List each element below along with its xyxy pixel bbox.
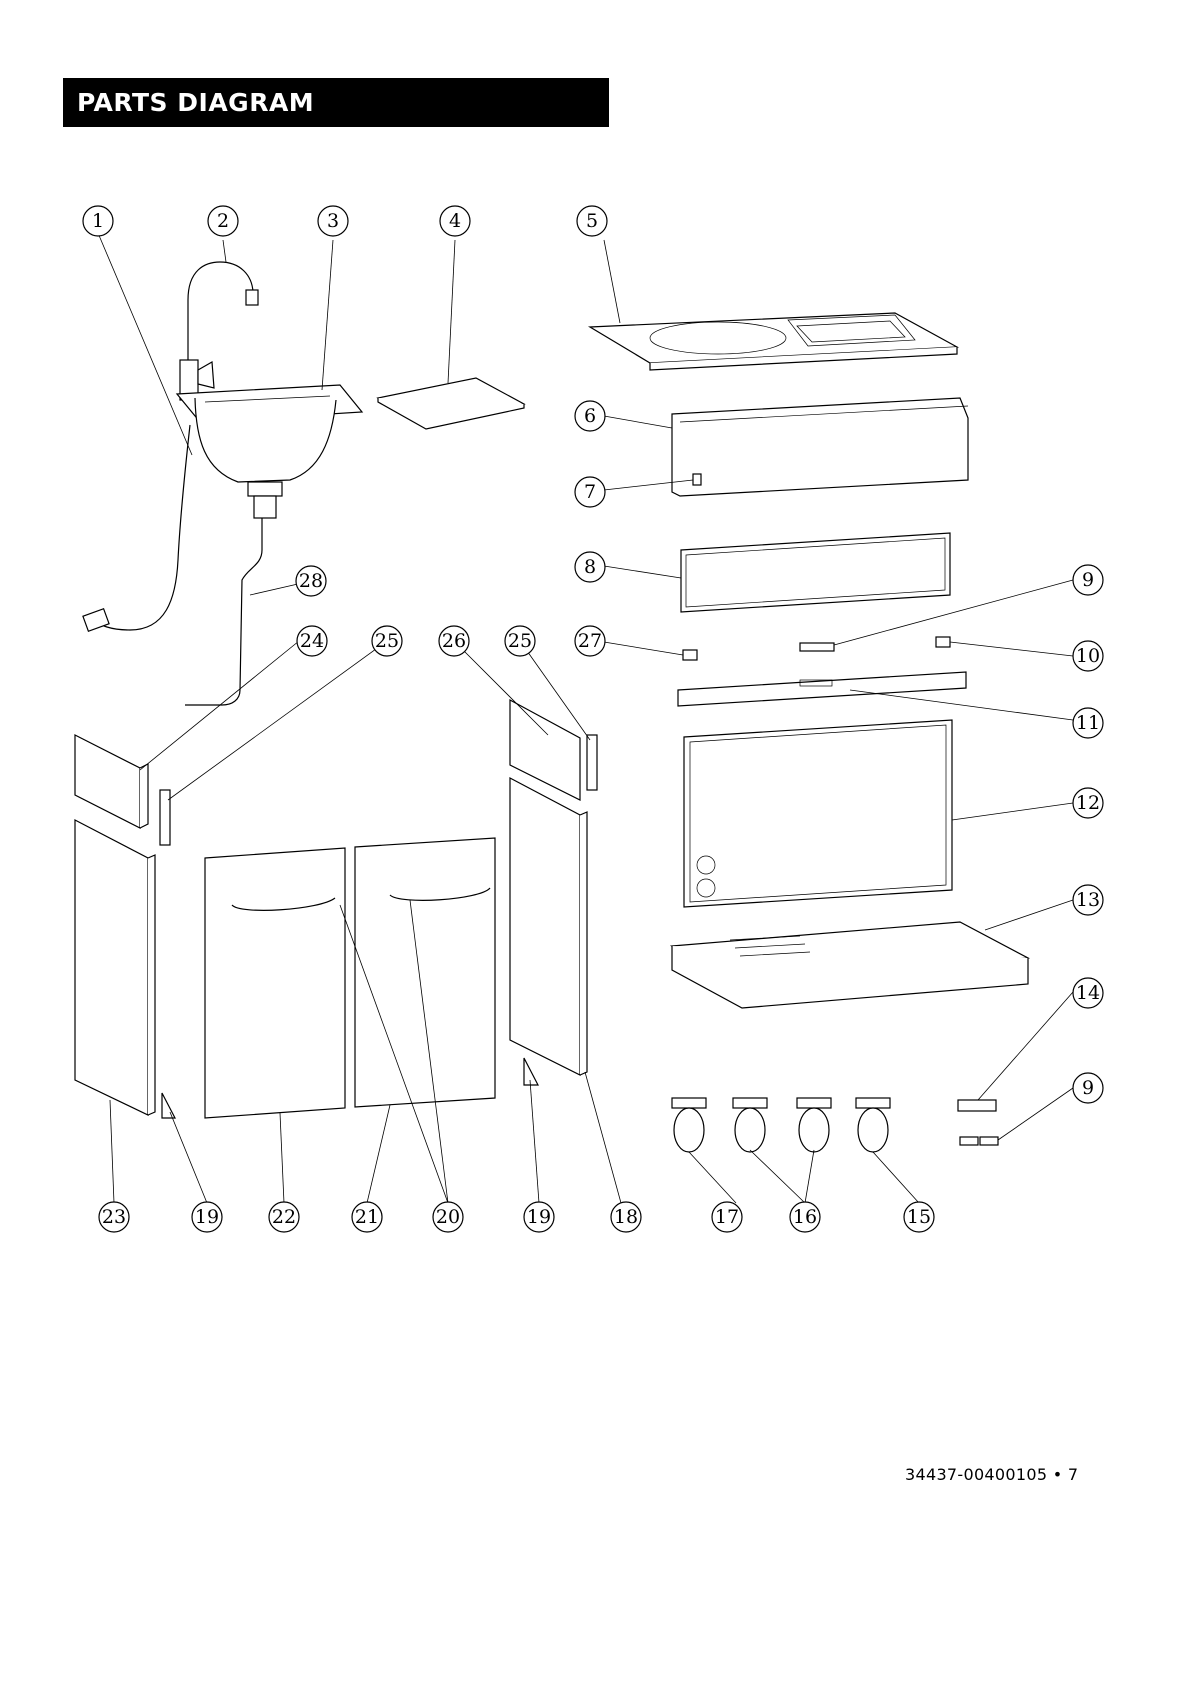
callout-24: 24	[297, 626, 327, 656]
svg-text:20: 20	[436, 1206, 460, 1228]
callout-26: 26	[439, 626, 469, 656]
part-casters	[672, 1098, 890, 1152]
callout-17: 17	[712, 1202, 742, 1232]
part-sink	[177, 385, 362, 518]
document-code: 34437-00400105 • 7	[905, 1465, 1078, 1484]
svg-text:14: 14	[1076, 982, 1100, 1004]
part-hose	[83, 425, 190, 631]
svg-text:19: 19	[195, 1206, 219, 1228]
svg-text:4: 4	[449, 210, 461, 232]
svg-text:18: 18	[614, 1206, 638, 1228]
callout-9-lower: 9	[1073, 1073, 1103, 1103]
callout-16: 16	[790, 1202, 820, 1232]
svg-text:28: 28	[299, 570, 323, 592]
callout-13: 13	[1073, 885, 1103, 915]
callout-18: 18	[611, 1202, 641, 1232]
part-door-left	[205, 848, 345, 1118]
callout-2: 2	[208, 206, 238, 236]
callout-25-left: 25	[372, 626, 402, 656]
svg-text:11: 11	[1076, 712, 1100, 734]
svg-text:3: 3	[327, 210, 339, 232]
svg-text:22: 22	[272, 1206, 296, 1228]
part-faucet	[180, 262, 258, 400]
svg-text:10: 10	[1076, 645, 1100, 667]
part-cutting-board	[378, 378, 524, 429]
callout-12: 12	[1073, 788, 1103, 818]
callout-14: 14	[1073, 978, 1103, 1008]
part-upper-panel	[681, 533, 950, 612]
svg-text:9: 9	[1082, 1077, 1094, 1099]
part-brackets	[683, 637, 950, 660]
callout-1: 1	[83, 206, 113, 236]
part-latch	[958, 1100, 998, 1145]
callout-23: 23	[99, 1202, 129, 1232]
svg-text:24: 24	[300, 630, 324, 652]
part-left-side-panel	[75, 735, 175, 1118]
svg-text:21: 21	[355, 1206, 379, 1228]
svg-text:9: 9	[1082, 569, 1094, 591]
callout-25-right: 25	[505, 626, 535, 656]
callout-9-upper: 9	[1073, 565, 1103, 595]
callout-5: 5	[577, 206, 607, 236]
callout-4: 4	[440, 206, 470, 236]
callout-19-right: 19	[524, 1202, 554, 1232]
svg-text:23: 23	[102, 1206, 126, 1228]
callout-28: 28	[296, 566, 326, 596]
svg-text:13: 13	[1076, 889, 1100, 911]
svg-text:16: 16	[793, 1206, 817, 1228]
svg-text:6: 6	[584, 405, 596, 427]
svg-text:17: 17	[715, 1206, 739, 1228]
callout-19-left: 19	[192, 1202, 222, 1232]
svg-text:26: 26	[442, 630, 466, 652]
svg-text:25: 25	[508, 630, 532, 652]
part-drain-pipe	[185, 518, 262, 705]
svg-text:25: 25	[375, 630, 399, 652]
part-top-frame	[590, 313, 957, 370]
part-bottom-tray	[672, 922, 1028, 1008]
callout-8: 8	[575, 552, 605, 582]
part-door-right	[355, 838, 495, 1107]
svg-text:19: 19	[527, 1206, 551, 1228]
svg-text:7: 7	[584, 481, 596, 503]
svg-text:5: 5	[586, 210, 598, 232]
callout-21: 21	[352, 1202, 382, 1232]
callout-3: 3	[318, 206, 348, 236]
callout-6: 6	[575, 401, 605, 431]
callout-11: 11	[1073, 708, 1103, 738]
part-right-side-panel	[510, 700, 597, 1085]
part-rear-vent-panel	[684, 720, 952, 907]
callout-20: 20	[433, 1202, 463, 1232]
part-crossbar	[678, 672, 966, 706]
callout-10: 10	[1073, 641, 1103, 671]
svg-text:27: 27	[578, 630, 602, 652]
svg-text:2: 2	[217, 210, 229, 232]
svg-text:1: 1	[92, 210, 104, 232]
part-back-panel	[672, 398, 968, 496]
svg-text:12: 12	[1076, 792, 1100, 814]
svg-text:8: 8	[584, 556, 596, 578]
callout-7: 7	[575, 477, 605, 507]
callout-27: 27	[575, 626, 605, 656]
callout-15: 15	[904, 1202, 934, 1232]
svg-text:15: 15	[907, 1206, 931, 1228]
callout-22: 22	[269, 1202, 299, 1232]
